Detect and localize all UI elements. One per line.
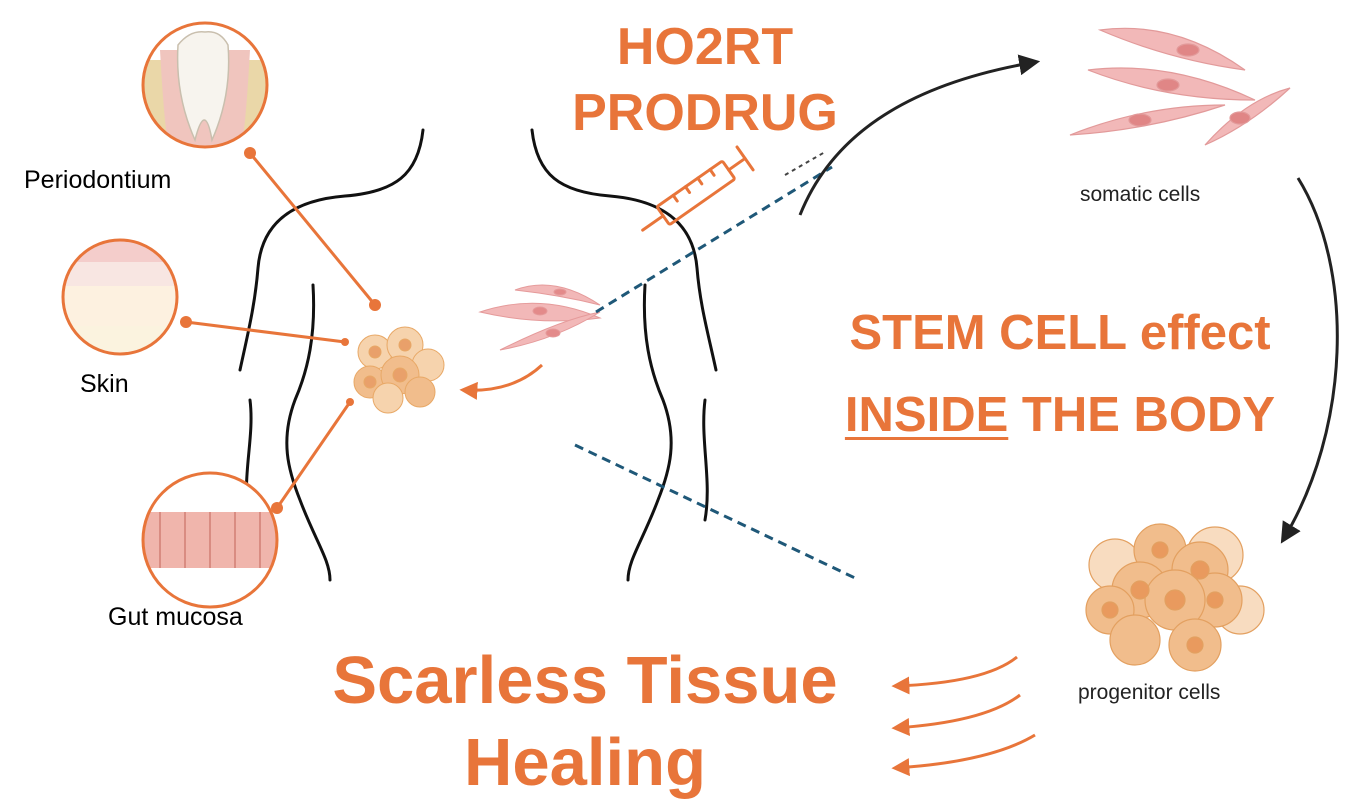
outcome-line2: Healing <box>300 722 870 804</box>
gut-icon <box>140 473 280 607</box>
progenitor-cells-icon <box>1086 524 1264 671</box>
headline-line2: INSIDE THE BODY <box>770 374 1350 456</box>
healing-arrows <box>895 657 1035 768</box>
title-line2: PRODRUG <box>540 80 870 146</box>
tissue-connectors <box>186 153 375 508</box>
label-somatic-cells: somatic cells <box>1080 183 1200 207</box>
body-outline <box>240 130 716 580</box>
headline-underlined: INSIDE <box>845 388 1008 442</box>
title-line1: HO2RT <box>540 14 870 80</box>
label-gut-mucosa: Gut mucosa <box>108 603 243 632</box>
outcome-line1: Scarless Tissue <box>300 640 870 722</box>
headline: STEM CELL effect INSIDE THE BODY <box>770 292 1350 456</box>
small-somatic-cells <box>480 285 600 350</box>
label-progenitor-cells: progenitor cells <box>1078 681 1220 705</box>
skin-layer-icon <box>60 240 180 366</box>
tooth-icon <box>140 23 270 150</box>
headline-line1: STEM CELL effect <box>770 292 1350 374</box>
outcome: Scarless Tissue Healing <box>300 640 870 804</box>
headline-rest: THE BODY <box>1008 388 1275 442</box>
small-progenitor-cluster <box>354 327 444 413</box>
label-periodontium: Periodontium <box>24 166 171 195</box>
syringe-icon <box>635 147 753 242</box>
reprogram-arrow-small <box>463 365 542 390</box>
connector-dots <box>180 147 381 514</box>
label-skin: Skin <box>80 370 129 399</box>
small-dash <box>785 152 825 175</box>
somatic-cells-icon <box>1070 28 1290 145</box>
title: HO2RT PRODRUG <box>540 14 870 146</box>
